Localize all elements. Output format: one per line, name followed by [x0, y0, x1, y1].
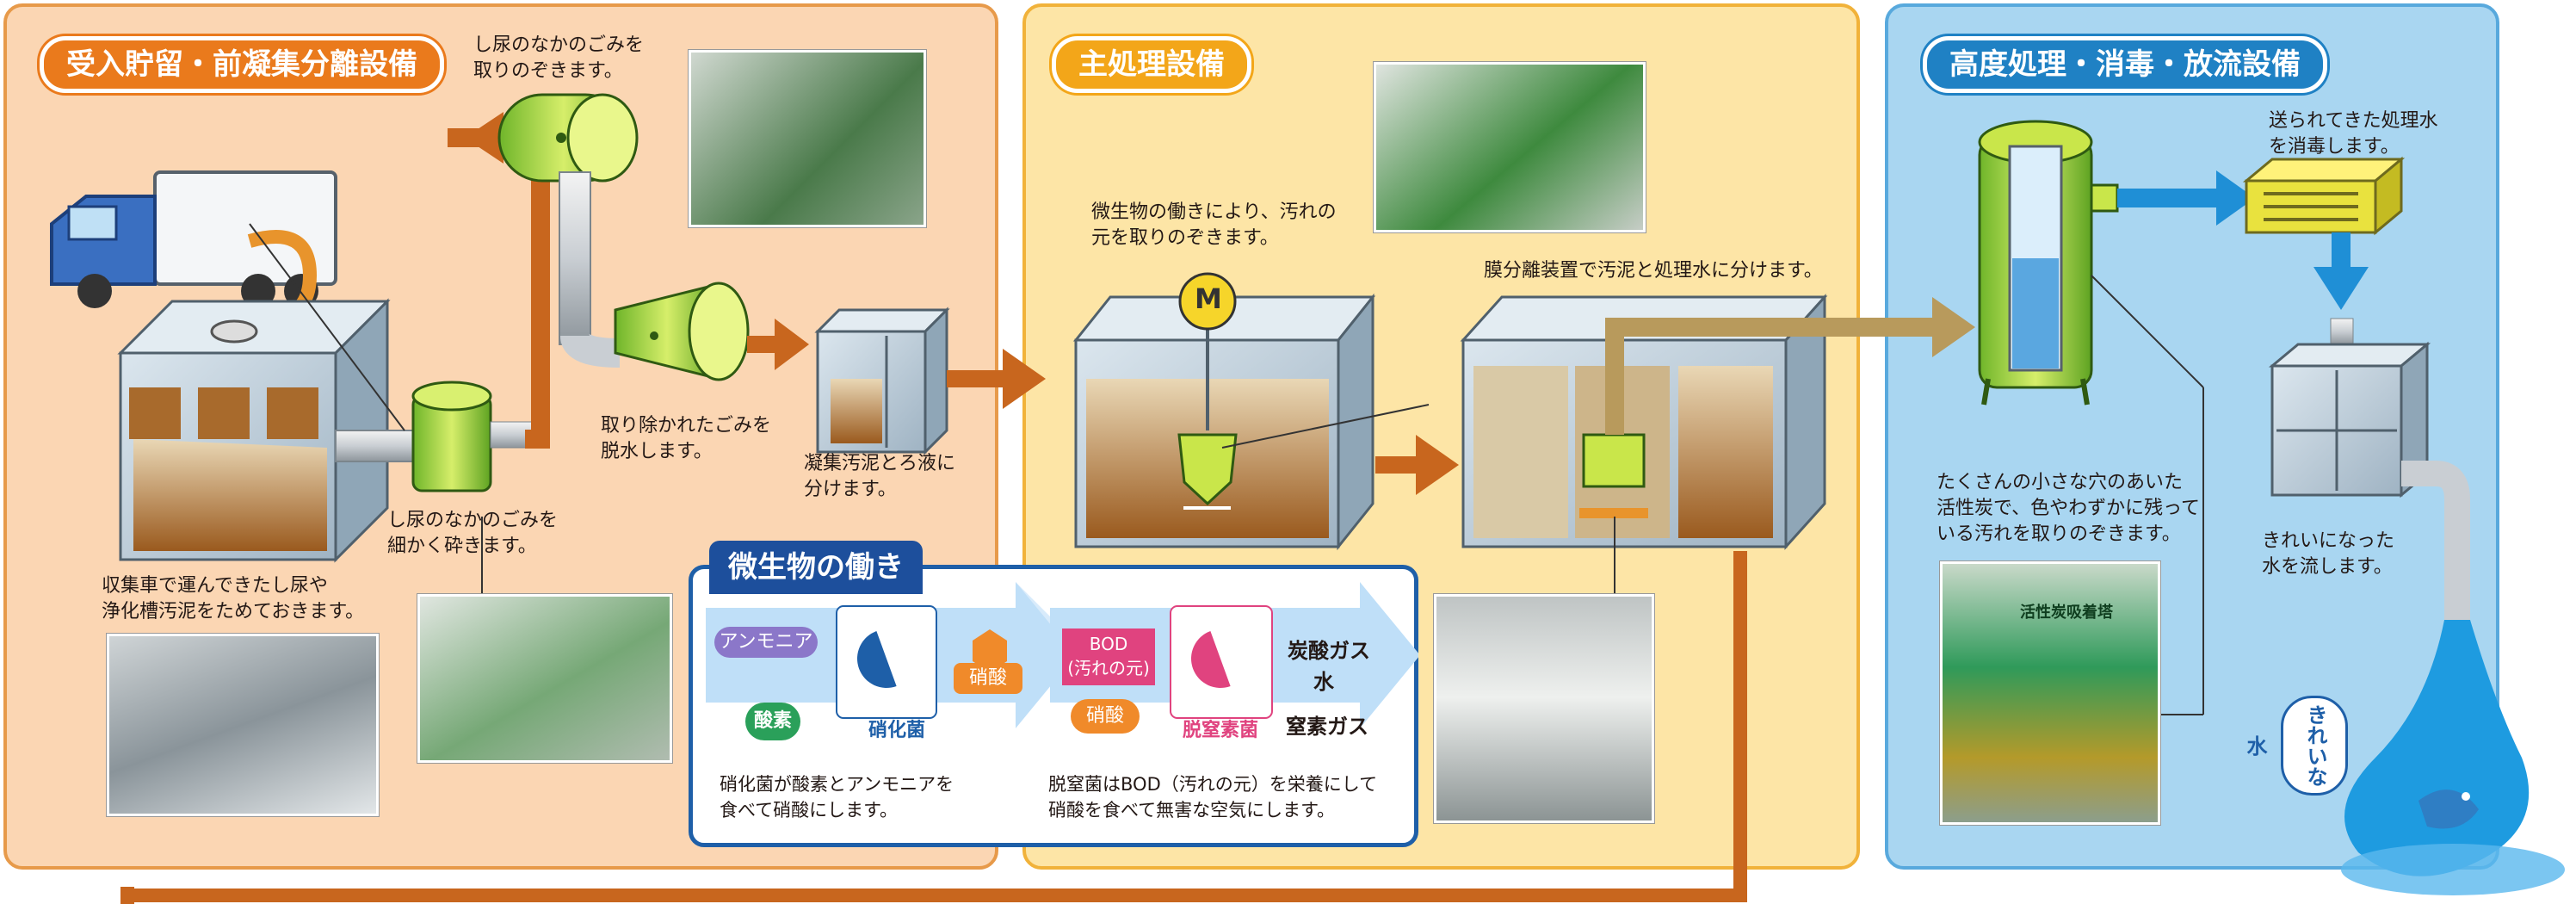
storage-photo [107, 634, 379, 816]
aeration-tank [1072, 272, 1376, 551]
advanced-treatment-title: 高度処理・消毒・放流設備 [1923, 36, 2327, 93]
nitrifier-label: 硝化菌 [868, 720, 925, 741]
fish-speech-bubble: きれいな水 [2243, 696, 2348, 796]
crusher [411, 381, 534, 492]
disinfect-note: 送られてきた処理水 を消毒します。 [2269, 110, 2438, 158]
screen-note: し尿のなかのごみを 取りのぞきます。 [473, 34, 645, 82]
bod-label: BOD (汚れの元) [1062, 628, 1155, 685]
storage-tank [117, 298, 391, 563]
dewater-note: 取り除かれたごみを 脱水します。 [601, 415, 772, 462]
discharge-tank [2268, 318, 2470, 620]
discharge-note: きれいになった 水を流します。 [2262, 530, 2395, 578]
carbon-tower-photo: 活性炭吸着塔 [1940, 561, 2160, 825]
coagulation-note: 凝集汚泥とろ液に 分けます。 [804, 453, 956, 500]
membrane-photo [1434, 594, 1654, 823]
dewatering-unit [614, 282, 750, 381]
oxygen-pill: 酸素 [745, 703, 800, 740]
coagulation-separator [814, 306, 950, 455]
disinfection-unit [2242, 156, 2406, 236]
nitrifier-caption: 硝化菌が酸素とアンモニアを 食べて硝酸にします。 [720, 774, 954, 820]
microbe-flow [706, 582, 1418, 728]
screen-photo [689, 50, 926, 227]
motor-label: M [1195, 282, 1222, 315]
receiving-title: 受入貯留・前凝集分離設備 [40, 36, 444, 93]
denitrifier-label: 脱窒素菌 [1182, 720, 1258, 741]
water-splash [2341, 620, 2565, 895]
crush-note: し尿のなかのごみを 細かく砕きます。 [387, 510, 559, 557]
denitrifier-caption: 脱窒菌はBOD（汚れの元）を栄養にして 硝酸を食べて無害な空気にします。 [1048, 774, 1378, 820]
ammonia-pill: アンモニア [714, 627, 818, 658]
microbe-note: 微生物の働きにより、汚れの 元を取りのぞきます。 [1091, 201, 1337, 249]
nitrate-out-label: 硝酸 [954, 663, 1022, 694]
carbon-tower-sign: 活性炭吸着塔 [2020, 604, 2113, 622]
co2-label: 炭酸ガス [1288, 639, 1370, 663]
membrane-note: 膜分離装置で汚泥と処理水に分けます。 [1484, 260, 1823, 282]
nitrate-in-label: 硝酸 [1071, 699, 1140, 734]
return-pipe [129, 551, 1747, 902]
main-treatment-title: 主処理設備 [1052, 36, 1251, 93]
crusher-photo [417, 594, 672, 763]
motor-photo [1374, 62, 1646, 232]
water-label: 水 [1313, 670, 1334, 694]
microbe-box-title: 微生物の働き [709, 541, 923, 594]
storage-note: 収集車で運んできたし尿や 浄化槽汚泥をためておきます。 [102, 575, 365, 622]
activated-carbon-tower [1978, 120, 2119, 406]
screen [497, 93, 639, 368]
carbon-note: たくさんの小さな穴のあいた 活性炭で、色やわずかに残って いる汚れを取りのぞきま… [1937, 472, 2201, 545]
nitrogen-gas-label: 窒素ガス [1286, 715, 1368, 739]
